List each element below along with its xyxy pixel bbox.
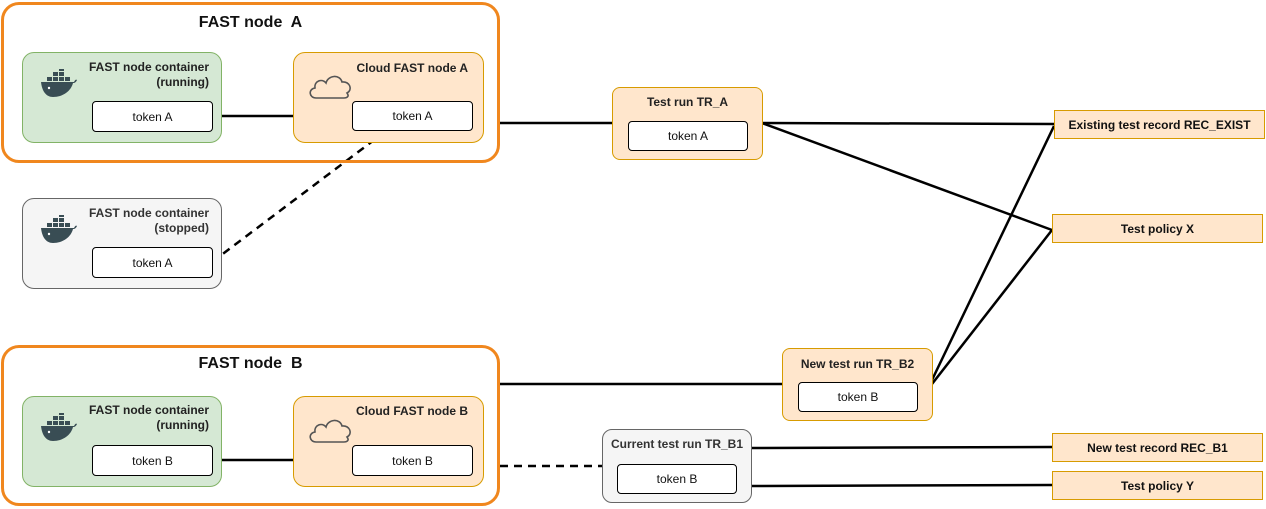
test-policy-x[interactable]: Test policy X — [1052, 214, 1263, 243]
node-a-container[interactable]: FAST node container (running) token A — [22, 52, 222, 143]
node-b-container-label-line1: FAST node container — [88, 403, 209, 417]
line-tr-b1-to-policy-y — [749, 483, 1053, 488]
test-run-tr-b2-label: New test run TR_B2 — [800, 357, 915, 371]
stopped-container-label-line2: (stopped) — [154, 221, 209, 235]
cloud-icon — [306, 69, 354, 106]
cloud-node-a[interactable]: Cloud FAST node A token A — [293, 52, 484, 143]
test-run-tr-b1[interactable]: Current test run TR_B1 token B — [602, 429, 752, 503]
node-b-container-label-line2: (running) — [156, 418, 209, 432]
fast-node-b-title: FAST node B — [198, 355, 303, 372]
test-run-tr-b2-token: token B — [798, 382, 918, 412]
cloud-node-a-label: Cloud FAST node A — [356, 61, 468, 75]
existing-test-record[interactable]: Existing test record REC_EXIST — [1054, 110, 1265, 139]
cloud-node-a-token: token A — [352, 101, 473, 131]
line-tr-a-to-existing — [761, 121, 1055, 126]
cloud-node-b-label: Cloud FAST node B — [356, 404, 468, 418]
stopped-container-token: token A — [92, 247, 213, 278]
node-b-container[interactable]: FAST node container (running) token B — [22, 396, 222, 487]
stopped-container-label-line1: FAST node container — [88, 206, 209, 220]
test-run-tr-a-label: Test run TR_A — [646, 95, 729, 109]
line-tr-b1-to-new-record — [749, 445, 1053, 450]
node-a-container-token: token A — [92, 101, 213, 132]
test-run-tr-b1-token: token B — [617, 464, 737, 494]
test-run-tr-a[interactable]: Test run TR_A token A — [612, 87, 763, 160]
docker-whale-icon — [39, 411, 77, 448]
test-run-tr-b1-label: Current test run TR_B1 — [610, 437, 744, 451]
stopped-container-label: FAST node container (stopped) — [39, 206, 209, 236]
line-tr-a-to-policy-x — [761, 121, 1053, 232]
node-a-container-label-line1: FAST node container — [88, 60, 209, 74]
docker-whale-icon — [39, 67, 77, 104]
node-b-container-token: token B — [92, 445, 213, 476]
line-tr-b2-to-policy-x — [931, 229, 1053, 385]
test-run-tr-a-token: token A — [628, 121, 748, 151]
docker-whale-icon — [39, 213, 77, 250]
fast-node-a-group: FAST node A — [1, 2, 500, 163]
cloud-icon — [306, 413, 354, 450]
cloud-node-b-token: token B — [352, 445, 473, 476]
node-b-container-label: FAST node container (running) — [39, 403, 209, 433]
fast-node-a-title: FAST node A — [198, 14, 303, 31]
node-a-container-label: FAST node container (running) — [39, 60, 209, 90]
test-run-tr-b2[interactable]: New test run TR_B2 token B — [782, 348, 933, 421]
node-a-container-label-line2: (running) — [156, 75, 209, 89]
line-tr-b2-to-existing — [930, 125, 1056, 381]
fast-node-b-group: FAST node B — [1, 345, 500, 506]
test-policy-y[interactable]: Test policy Y — [1052, 471, 1263, 500]
new-test-record[interactable]: New test record REC_B1 — [1052, 433, 1263, 462]
cloud-node-b[interactable]: Cloud FAST node B token B — [293, 396, 484, 487]
stopped-container[interactable]: FAST node container (stopped) token A — [22, 198, 222, 289]
